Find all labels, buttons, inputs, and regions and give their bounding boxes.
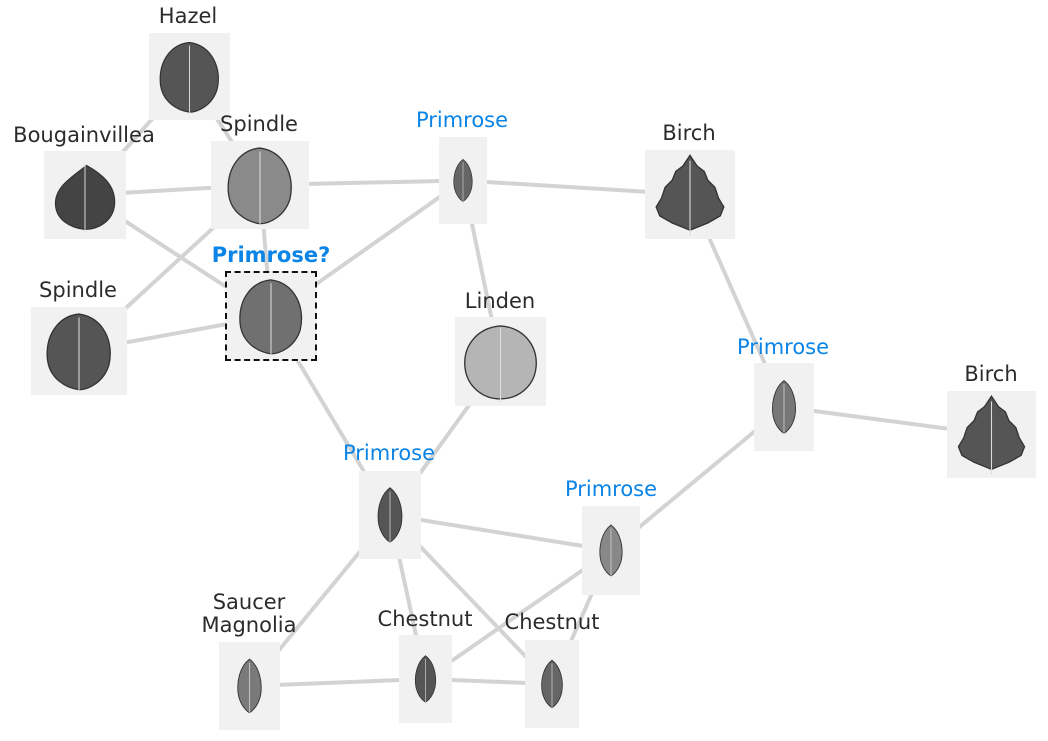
leaf-icon xyxy=(453,158,473,203)
leaf-image-spindle_left xyxy=(31,307,127,395)
edge-primrose_center-primrose_lower xyxy=(389,513,612,553)
leaf-image-primrose_center xyxy=(359,471,421,559)
leaf-icon xyxy=(377,487,403,544)
leaf-image-chestnut_right xyxy=(525,640,579,728)
node-label-saucer_magnolia: Saucer Magnolia xyxy=(201,590,297,637)
leaf-icon xyxy=(599,524,623,578)
leaf-image-query xyxy=(225,271,317,361)
node-label-query: Primrose? xyxy=(211,243,331,267)
node-label-chestnut_left: Chestnut xyxy=(377,607,473,631)
leaf-icon xyxy=(46,313,111,392)
leaf-image-primrose_lower xyxy=(582,506,640,595)
node-label-primrose_lower: Primrose xyxy=(564,477,658,501)
leaf-image-saucer_magnolia xyxy=(219,642,280,730)
edge-primrose_lower-chestnut_left xyxy=(424,548,613,681)
leaf-icon xyxy=(541,659,563,709)
node-label-spindle_top: Spindle xyxy=(220,112,298,136)
leaf-icon xyxy=(772,380,796,435)
leaf-image-chestnut_left xyxy=(399,635,452,723)
leaf-icon xyxy=(239,279,303,356)
node-label-birch_right: Birch xyxy=(964,362,1018,386)
leaf-image-primrose_right xyxy=(754,363,814,451)
leaf-icon xyxy=(159,41,219,114)
leaf-image-hazel xyxy=(149,33,230,120)
leaf-icon xyxy=(464,325,537,403)
node-label-chestnut_right: Chestnut xyxy=(504,610,600,634)
leaf-image-bougainvillea xyxy=(44,151,126,239)
node-label-hazel: Hazel xyxy=(158,4,218,28)
node-label-bougainvillea: Bougainvillea xyxy=(13,123,155,147)
leaf-image-spindle_top xyxy=(211,141,309,229)
leaf-icon xyxy=(414,655,437,704)
leaf-icon xyxy=(655,154,725,236)
leaf-icon xyxy=(227,147,292,226)
leaf-image-birch_right xyxy=(947,391,1036,478)
node-label-primrose_center: Primrose xyxy=(342,441,436,465)
node-label-primrose_top: Primrose xyxy=(415,108,509,132)
node-label-linden: Linden xyxy=(464,289,536,313)
node-label-spindle_left: Spindle xyxy=(39,278,117,302)
leaf-icon xyxy=(957,395,1026,475)
leaf-image-linden xyxy=(455,317,546,406)
leaf-icon xyxy=(237,658,262,715)
node-label-birch_top: Birch xyxy=(662,121,716,145)
leaf-image-birch_top xyxy=(645,150,735,239)
node-label-primrose_right: Primrose xyxy=(736,335,830,359)
leaf-image-primrose_top xyxy=(439,137,487,224)
leaf-icon xyxy=(54,163,116,233)
